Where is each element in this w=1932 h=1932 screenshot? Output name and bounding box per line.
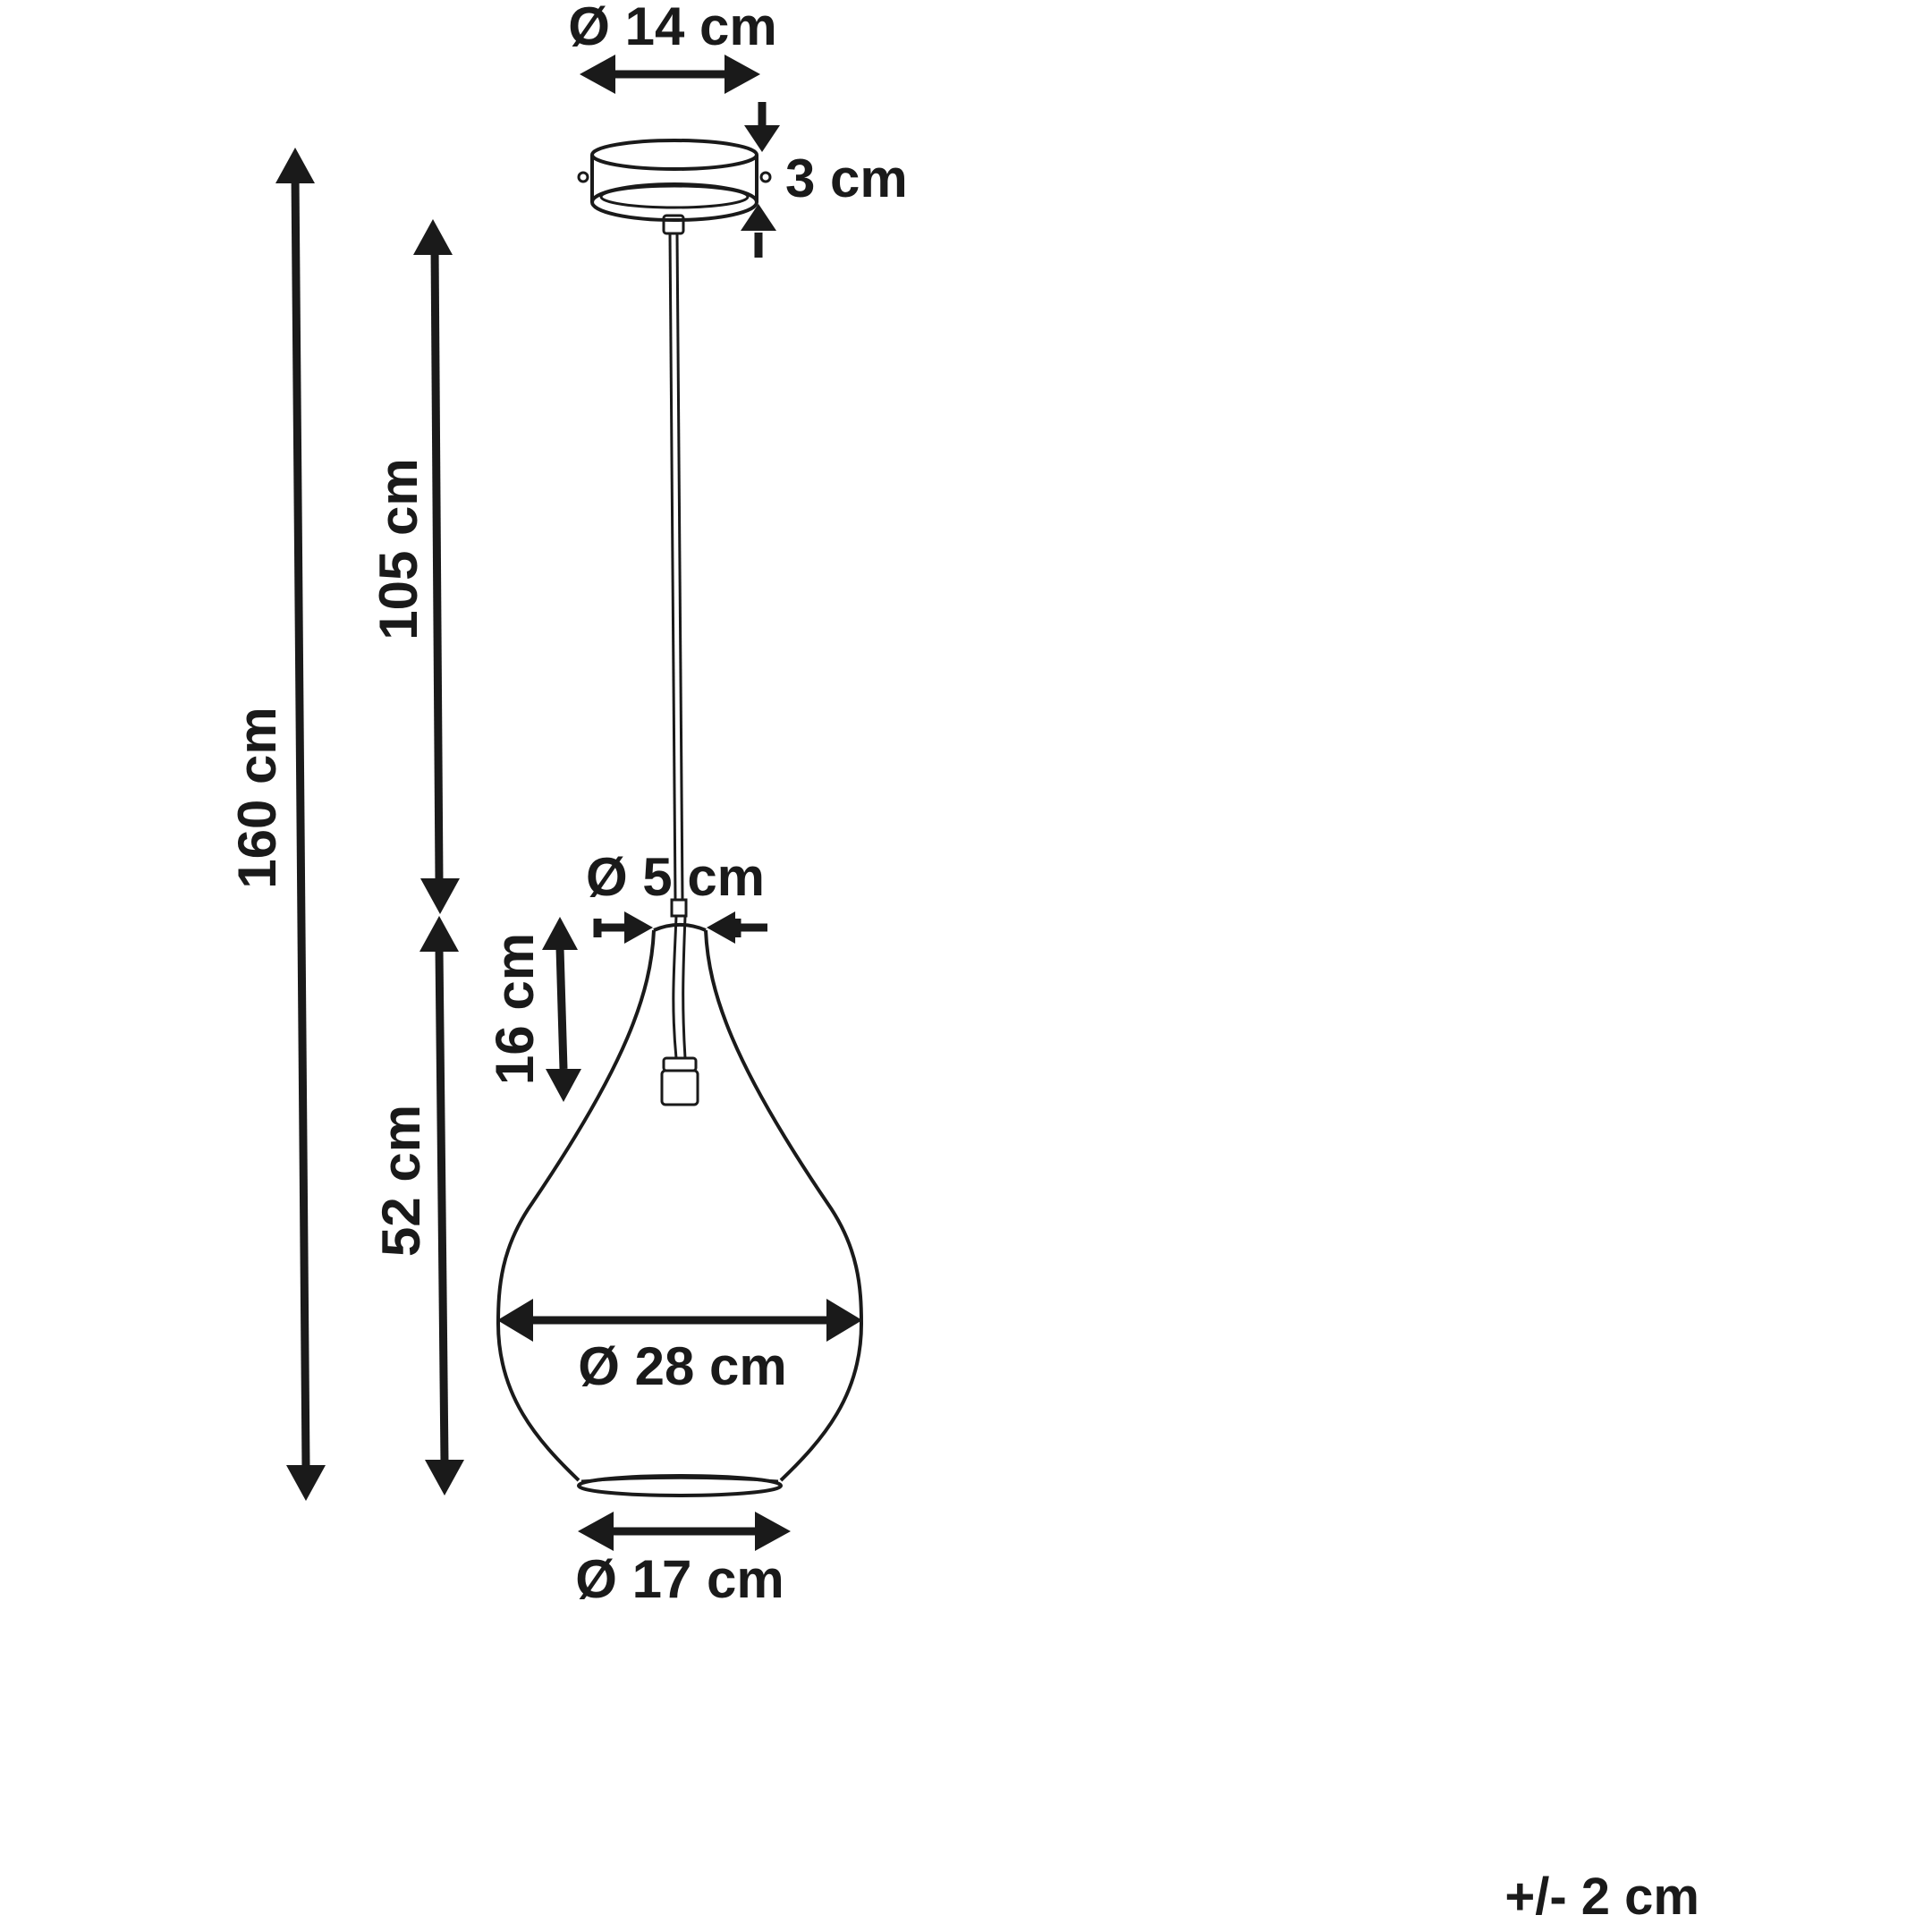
cable-length-dimension [413,219,460,914]
neck-diameter-label: Ø 5 cm [586,847,765,907]
total-height-dimension [275,148,326,1501]
shade-height-dimension [419,916,464,1496]
cable-length-label: 105 cm [369,458,428,640]
glass-shade [496,898,864,1497]
shade-height-label: 52 cm [371,1105,431,1257]
shade-max-diameter-label: Ø 28 cm [578,1336,786,1396]
cable-clamp [662,214,685,235]
total-height-label: 160 cm [227,707,287,889]
tolerance-label: +/- 2 cm [1504,1868,1699,1926]
canopy-height-dimension [741,102,780,258]
ceiling-canopy [577,139,772,222]
cable [668,233,684,901]
canopy-diameter-dimension [580,55,760,94]
bulb-socket [660,915,699,1106]
shade-max-diameter-dimension [497,1299,862,1342]
canopy-height-label: 3 cm [785,148,908,208]
canopy-diameter-label: Ø 14 cm [568,0,776,56]
neck-height-dimension [542,917,581,1102]
shade-bottom-diameter-label: Ø 17 cm [575,1549,784,1609]
neck-diameter-dimension [593,911,767,944]
neck-height-label: 16 cm [485,933,545,1085]
shade-bottom-diameter-dimension [578,1512,791,1551]
